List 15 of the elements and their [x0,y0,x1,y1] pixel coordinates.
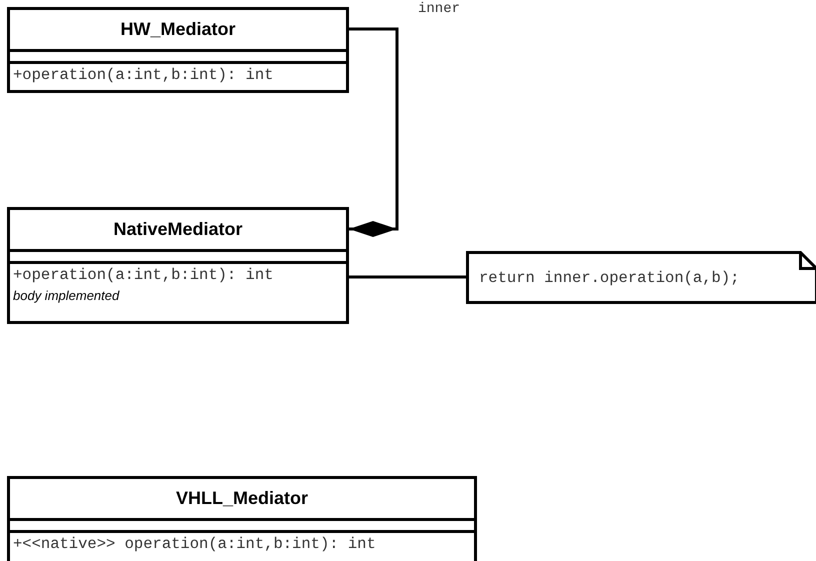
operation-text: +<<native>> operation(a:int,b:int): int [13,535,376,554]
class-name: VHLL_Mediator [176,488,308,509]
note-text: return inner.operation(a,b); [479,268,740,286]
operation-text: +operation(a:int,b:int): int [13,66,274,85]
class-box [7,476,477,561]
connector-line [349,276,466,278]
class-box [7,7,349,93]
note-text: body implemented [13,287,120,305]
operation-text: +operation(a:int,b:int): int [13,266,274,285]
note-box [466,251,816,304]
class-name: NativeMediator [113,219,243,240]
composition-line [349,28,398,237]
class-name: HW_Mediator [120,19,236,40]
role-label: inner [418,1,460,17]
class-box [7,207,349,324]
